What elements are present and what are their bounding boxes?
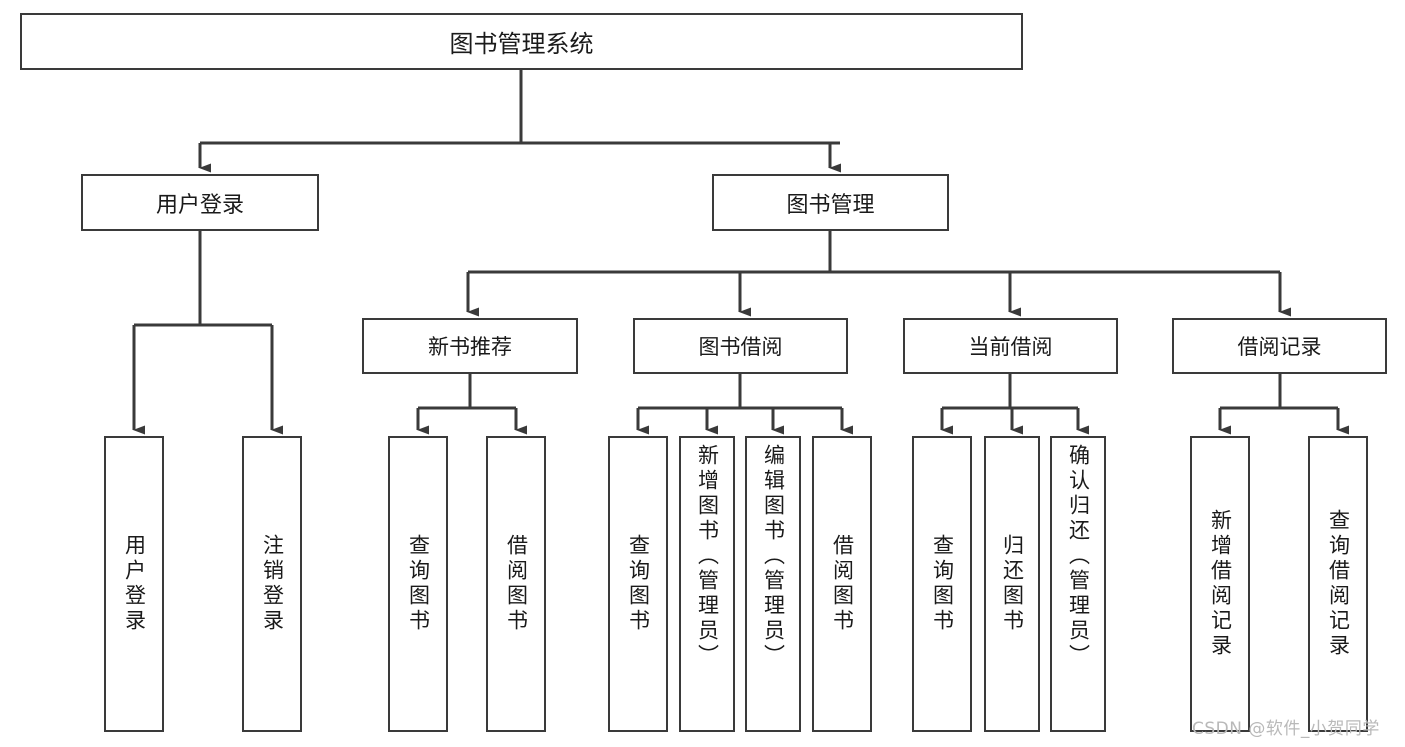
node-leaf-borrow-book[interactable]: 借阅图书 bbox=[812, 436, 872, 732]
node-new-book-rec[interactable]: 新书推荐 bbox=[362, 318, 578, 374]
node-book-manage[interactable]: 图书管理 bbox=[712, 174, 949, 231]
node-leaf-query-borrow-record[interactable]: 查询借阅记录 bbox=[1308, 436, 1368, 732]
node-leaf-user-login-label: 用户登录 bbox=[122, 534, 147, 634]
node-leaf-borrow-book-rec-label: 借阅图书 bbox=[504, 534, 529, 634]
node-leaf-add-book-admin-label: 新增图书（管理员） bbox=[695, 444, 720, 669]
node-leaf-borrow-book-label: 借阅图书 bbox=[830, 534, 855, 634]
node-leaf-logout-label: 注销登录 bbox=[260, 534, 285, 634]
node-leaf-add-book-admin[interactable]: 新增图书（管理员） bbox=[679, 436, 735, 732]
node-leaf-add-borrow-record[interactable]: 新增借阅记录 bbox=[1190, 436, 1250, 732]
node-leaf-query-book-rec-label: 查询图书 bbox=[406, 534, 431, 634]
node-current-borrow-label: 当前借阅 bbox=[968, 335, 1053, 359]
node-leaf-query-borrow-record-label: 查询借阅记录 bbox=[1326, 509, 1351, 659]
node-leaf-confirm-return-admin-label: 确认归还（管理员） bbox=[1066, 444, 1091, 669]
node-current-borrow[interactable]: 当前借阅 bbox=[903, 318, 1118, 374]
node-leaf-query-book-cur[interactable]: 查询图书 bbox=[912, 436, 972, 732]
node-leaf-user-login[interactable]: 用户登录 bbox=[104, 436, 164, 732]
node-new-book-rec-label: 新书推荐 bbox=[428, 335, 512, 359]
node-borrow-record-label: 借阅记录 bbox=[1237, 335, 1322, 359]
node-leaf-edit-book-admin-label: 编辑图书（管理员） bbox=[761, 444, 786, 669]
node-leaf-return-book-label: 归还图书 bbox=[1000, 534, 1025, 634]
node-leaf-query-book-cur-label: 查询图书 bbox=[930, 534, 955, 634]
node-leaf-return-book[interactable]: 归还图书 bbox=[984, 436, 1040, 732]
node-leaf-borrow-book-rec[interactable]: 借阅图书 bbox=[486, 436, 546, 732]
node-borrow-record[interactable]: 借阅记录 bbox=[1172, 318, 1387, 374]
node-leaf-add-borrow-record-label: 新增借阅记录 bbox=[1208, 509, 1233, 659]
node-root[interactable]: 图书管理系统 bbox=[20, 13, 1023, 70]
node-leaf-query-book-borrow-label: 查询图书 bbox=[626, 534, 651, 634]
node-book-borrow[interactable]: 图书借阅 bbox=[633, 318, 848, 374]
csdn-watermark: CSDN @软件_小贺同学 bbox=[1192, 719, 1380, 739]
node-leaf-edit-book-admin[interactable]: 编辑图书（管理员） bbox=[745, 436, 801, 732]
node-book-borrow-label: 图书借阅 bbox=[698, 335, 783, 359]
node-user-login[interactable]: 用户登录 bbox=[81, 174, 319, 231]
node-leaf-confirm-return-admin[interactable]: 确认归还（管理员） bbox=[1050, 436, 1106, 732]
node-leaf-query-book-rec[interactable]: 查询图书 bbox=[388, 436, 448, 732]
node-leaf-logout[interactable]: 注销登录 bbox=[242, 436, 302, 732]
node-book-manage-label: 图书管理 bbox=[786, 192, 875, 218]
node-user-login-label: 用户登录 bbox=[155, 192, 244, 218]
node-leaf-query-book-borrow[interactable]: 查询图书 bbox=[608, 436, 668, 732]
node-root-label: 图书管理系统 bbox=[449, 30, 594, 58]
